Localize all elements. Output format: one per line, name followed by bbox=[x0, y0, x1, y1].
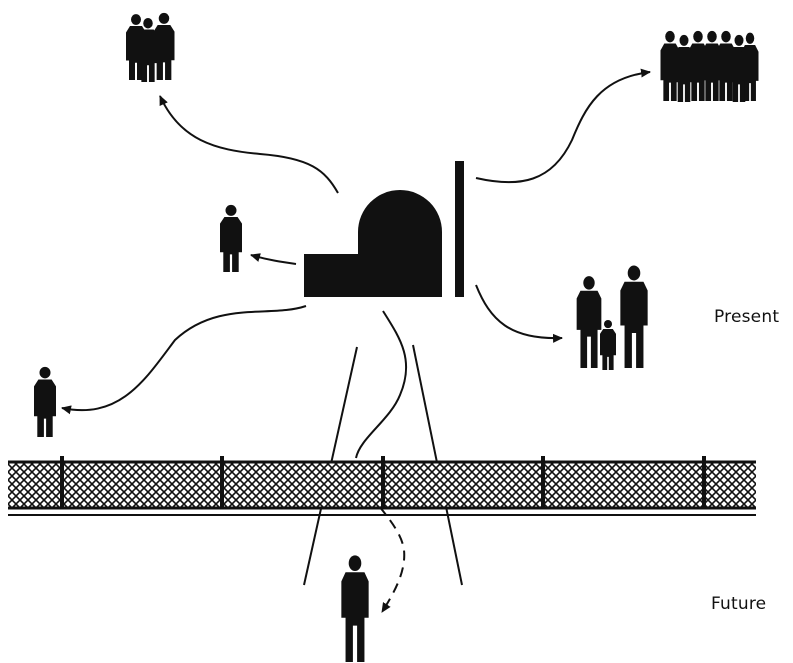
arrow-to-nearby-person bbox=[251, 255, 296, 264]
future-label: Future bbox=[711, 594, 766, 614]
person-silhouette-icon-left bbox=[34, 367, 56, 437]
arrow-to-family bbox=[476, 285, 562, 338]
family-silhouette-icon bbox=[577, 266, 648, 371]
group-silhouette-icon-top-left bbox=[126, 13, 175, 82]
present-label: Present bbox=[714, 307, 779, 327]
arrow-to-top-left-group bbox=[160, 96, 338, 193]
group-silhouette-icon-top-right bbox=[661, 31, 759, 102]
dispersion-arrows bbox=[62, 72, 650, 612]
person-silhouette-icon-near bbox=[220, 205, 242, 272]
arrow-to-future-person-solid bbox=[356, 311, 406, 458]
nuclear-facility-icon bbox=[304, 161, 464, 297]
arrow-to-left-person bbox=[62, 306, 306, 410]
person-silhouette-icon-future bbox=[341, 555, 368, 662]
arrow-to-top-right-crowd bbox=[476, 72, 650, 182]
barrier-fence-icon bbox=[8, 456, 756, 515]
